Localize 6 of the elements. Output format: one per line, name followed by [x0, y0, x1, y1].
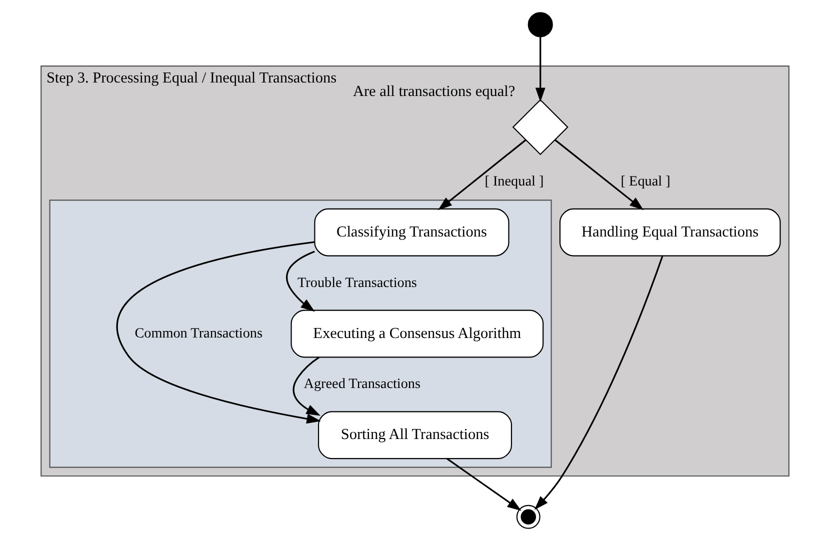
edge-label: Agreed Transactions	[304, 376, 421, 392]
edge-label: [ Inequal ]	[484, 173, 544, 190]
edge-label: Trouble Transactions	[298, 274, 417, 291]
node-label: Are all transactions equal?	[352, 82, 516, 100]
edge-label: [ Equal ]	[620, 173, 670, 190]
edge-label: Common Transactions	[134, 325, 263, 342]
